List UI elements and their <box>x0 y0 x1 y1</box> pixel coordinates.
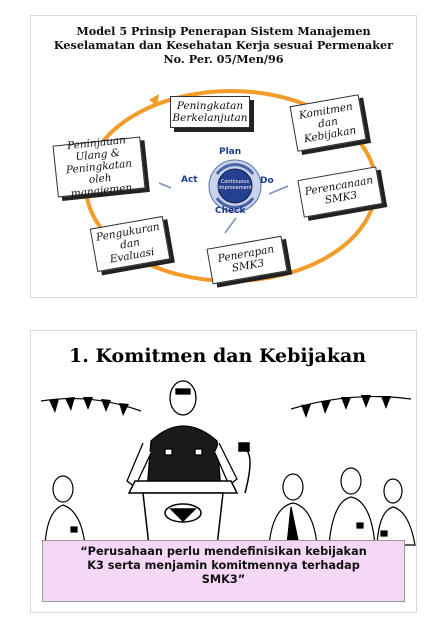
pdca-inner-circle <box>217 168 253 204</box>
slide-komitmen-kebijakan: 1. Komitmen dan Kebijakan <box>30 330 417 613</box>
slide-title: 1. Komitmen dan Kebijakan <box>69 345 367 367</box>
connector-line-do <box>268 185 289 195</box>
ring-arrowhead <box>149 94 159 106</box>
slide-title: Model 5 Prinsip Penerapan Sistem Manajem… <box>37 24 410 66</box>
pdca-do-label: Do <box>260 176 274 186</box>
slide-model-5-prinsip: Model 5 Prinsip Penerapan Sistem Manajem… <box>30 15 417 298</box>
audience-right <box>268 467 416 546</box>
box-peningkatan-line-2: Berkelanjutan <box>172 112 248 124</box>
audience-left <box>44 475 86 546</box>
title-line-2: Keselamatan dan Kesehatan Kerja sesuai P… <box>53 38 394 52</box>
box-peningkatan-line-1: Peningkatan <box>176 100 244 112</box>
pdca-center-line-2: improvement <box>218 185 252 191</box>
lectern <box>127 442 251 547</box>
box-peningkatan-berkelanjutan: Peningkatan Berkelanjutan <box>170 96 250 128</box>
pdca-plan-label: Plan <box>219 147 242 157</box>
bunting-flags <box>49 395 391 418</box>
cartoon-illustration <box>40 380 416 547</box>
quote-line-2: K3 serta menjamin komitmennya terhadap <box>87 559 360 572</box>
title-line-1: Model 5 Prinsip Penerapan Sistem Manajem… <box>76 24 371 38</box>
pdca-center-text: Continuous improvement <box>218 179 252 191</box>
pdca-check-label: Check <box>215 206 246 216</box>
box-peninjauan-ulang: Peninjauan Ulang & Peningkatan oleh mana… <box>52 134 146 200</box>
pdca-center-line-1: Continuous <box>220 179 250 185</box>
pdca-act-label: Act <box>181 175 198 185</box>
connector-line-check <box>224 217 237 234</box>
pdca-arrow-top <box>215 163 255 175</box>
speaker-figure <box>126 380 238 492</box>
quote-box: “Perusahaan perlu mendefinisikan kebijak… <box>42 540 405 602</box>
title-line-3: No. Per. 05/Men/96 <box>163 52 284 66</box>
quote-line-1: “Perusahaan perlu mendefinisikan kebijak… <box>80 545 367 558</box>
quote-line-3: SMK3” <box>201 573 246 586</box>
connector-line-act <box>158 182 172 189</box>
pdca-arrow-bottom <box>215 197 255 209</box>
